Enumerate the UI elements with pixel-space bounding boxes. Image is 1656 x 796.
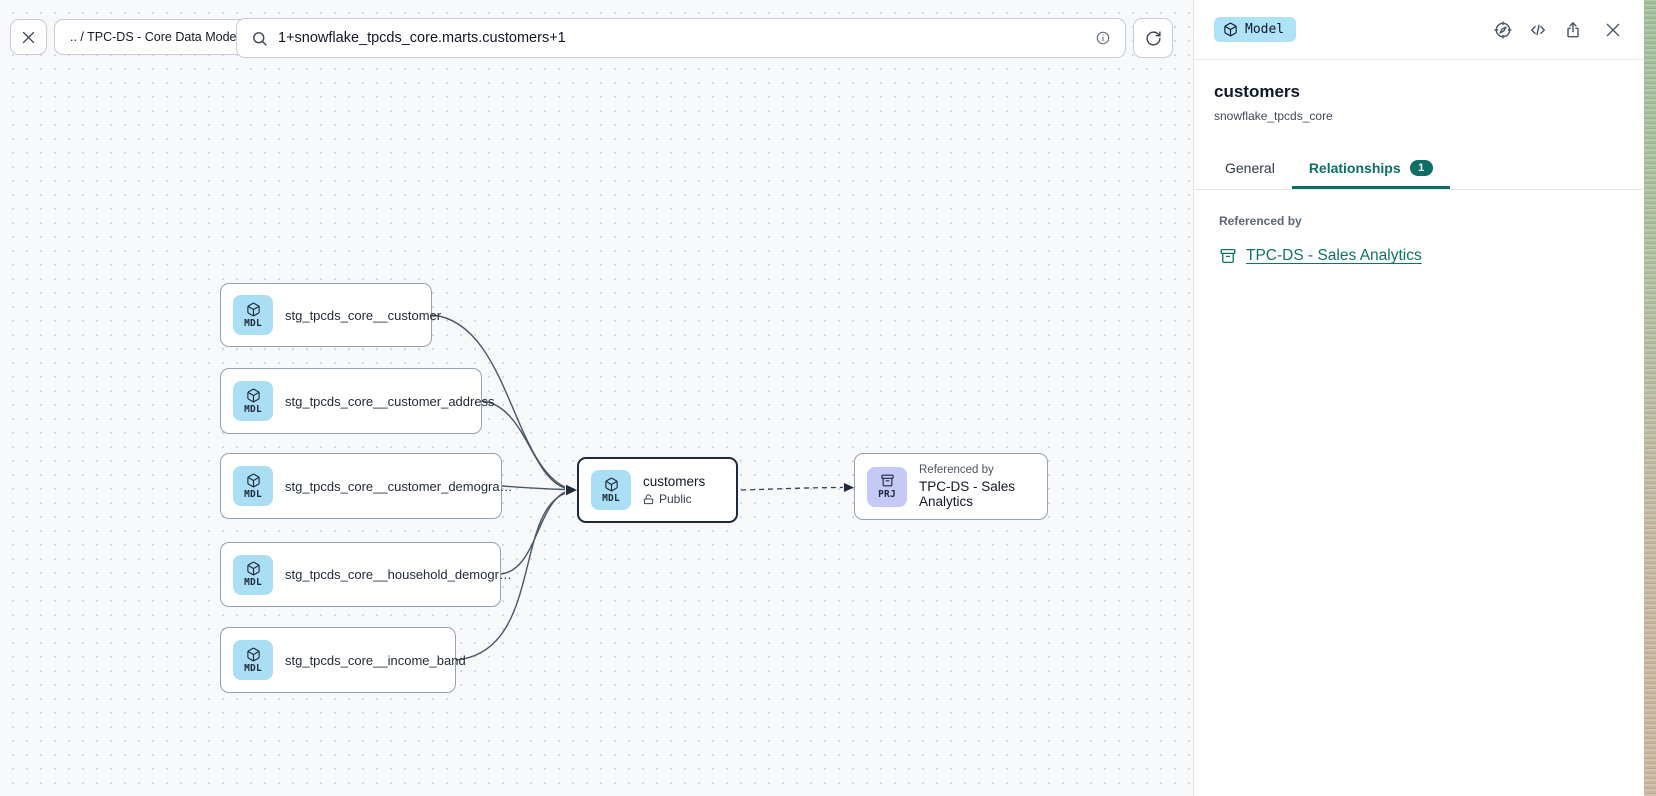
compass-icon	[1494, 20, 1512, 39]
x-icon	[22, 31, 35, 43]
lineage-node-stg-income-band[interactable]: MDL stg_tpcds_core__income_band	[220, 627, 466, 693]
panel-header: Model	[1194, 0, 1644, 60]
info-icon[interactable]	[1095, 30, 1111, 46]
node-label: stg_tpcds_core__household_demogr…	[285, 567, 512, 582]
node-label: stg_tpcds_core__customer_demogra…	[285, 478, 513, 494]
tab-general[interactable]: General	[1225, 160, 1275, 176]
lineage-node-referencing-project[interactable]: PRJ Referenced by TPC-DS - Sales Analyti…	[854, 453, 1048, 520]
entity-type-badge: Model	[1214, 17, 1297, 42]
referenced-by-label: Referenced by	[1219, 214, 1302, 228]
node-label: stg_tpcds_core__customer_address	[285, 393, 495, 409]
lineage-node-stg-customer-demographics[interactable]: MDL stg_tpcds_core__customer_demogra…	[220, 453, 513, 519]
tab-relationships[interactable]: Relationships 1	[1292, 150, 1450, 189]
close-panel-button[interactable]	[1603, 20, 1623, 40]
desktop-background-strip	[1644, 0, 1656, 796]
project-type-icon: PRJ	[867, 466, 907, 507]
close-lineage-button[interactable]	[10, 19, 47, 55]
lineage-node-stg-customer-address[interactable]: MDL stg_tpcds_core__customer_address	[220, 368, 495, 434]
model-type-icon: MDL	[591, 470, 631, 510]
refresh-button[interactable]	[1133, 18, 1173, 58]
node-label: stg_tpcds_core__customer	[285, 307, 442, 323]
node-visibility: Public	[643, 492, 705, 506]
panel-subtitle: snowflake_tpcds_core	[1214, 109, 1333, 123]
panel-tabs: General Relationships 1	[1194, 150, 1644, 190]
refresh-icon	[1145, 30, 1161, 46]
cube-icon	[1224, 22, 1237, 37]
model-type-icon: MDL	[233, 554, 273, 595]
model-details-panel: Model customers snowflake_tpcds_core Gen…	[1193, 0, 1644, 796]
breadcrumb[interactable]: .. / TPC-DS - Core Data Models	[54, 19, 262, 55]
lineage-node-customers-selected[interactable]: MDL customers Public	[577, 457, 738, 523]
lock-open-icon	[643, 493, 654, 504]
node-label: stg_tpcds_core__income_band	[285, 652, 466, 668]
model-type-icon: MDL	[233, 640, 273, 680]
view-code-button[interactable]	[1528, 20, 1548, 40]
code-icon	[1531, 24, 1545, 35]
referencing-project-link[interactable]: TPC-DS - Sales Analytics	[1246, 247, 1422, 264]
search-input[interactable]	[278, 30, 1085, 46]
search-icon	[253, 31, 267, 46]
model-type-icon: MDL	[233, 466, 273, 506]
node-title: TPC-DS - Sales Analytics	[919, 479, 1016, 509]
node-title: customers	[643, 474, 706, 489]
close-icon	[1606, 23, 1620, 36]
model-type-icon: MDL	[233, 295, 273, 335]
lineage-node-stg-household-demographics[interactable]: MDL stg_tpcds_core__household_demogr…	[220, 542, 512, 607]
explore-button[interactable]	[1493, 20, 1513, 40]
share-icon	[1567, 21, 1579, 37]
lineage-search-bar[interactable]	[236, 18, 1126, 58]
reference-link-row: TPC-DS - Sales Analytics	[1219, 247, 1619, 265]
model-type-icon: MDL	[233, 381, 273, 421]
lineage-node-stg-customer[interactable]: MDL stg_tpcds_core__customer	[220, 283, 441, 347]
project-icon	[1220, 248, 1236, 264]
share-button[interactable]	[1563, 20, 1583, 40]
panel-title: customers	[1214, 82, 1300, 101]
relationships-count-badge: 1	[1409, 160, 1433, 176]
node-caption: Referenced by	[919, 464, 994, 476]
